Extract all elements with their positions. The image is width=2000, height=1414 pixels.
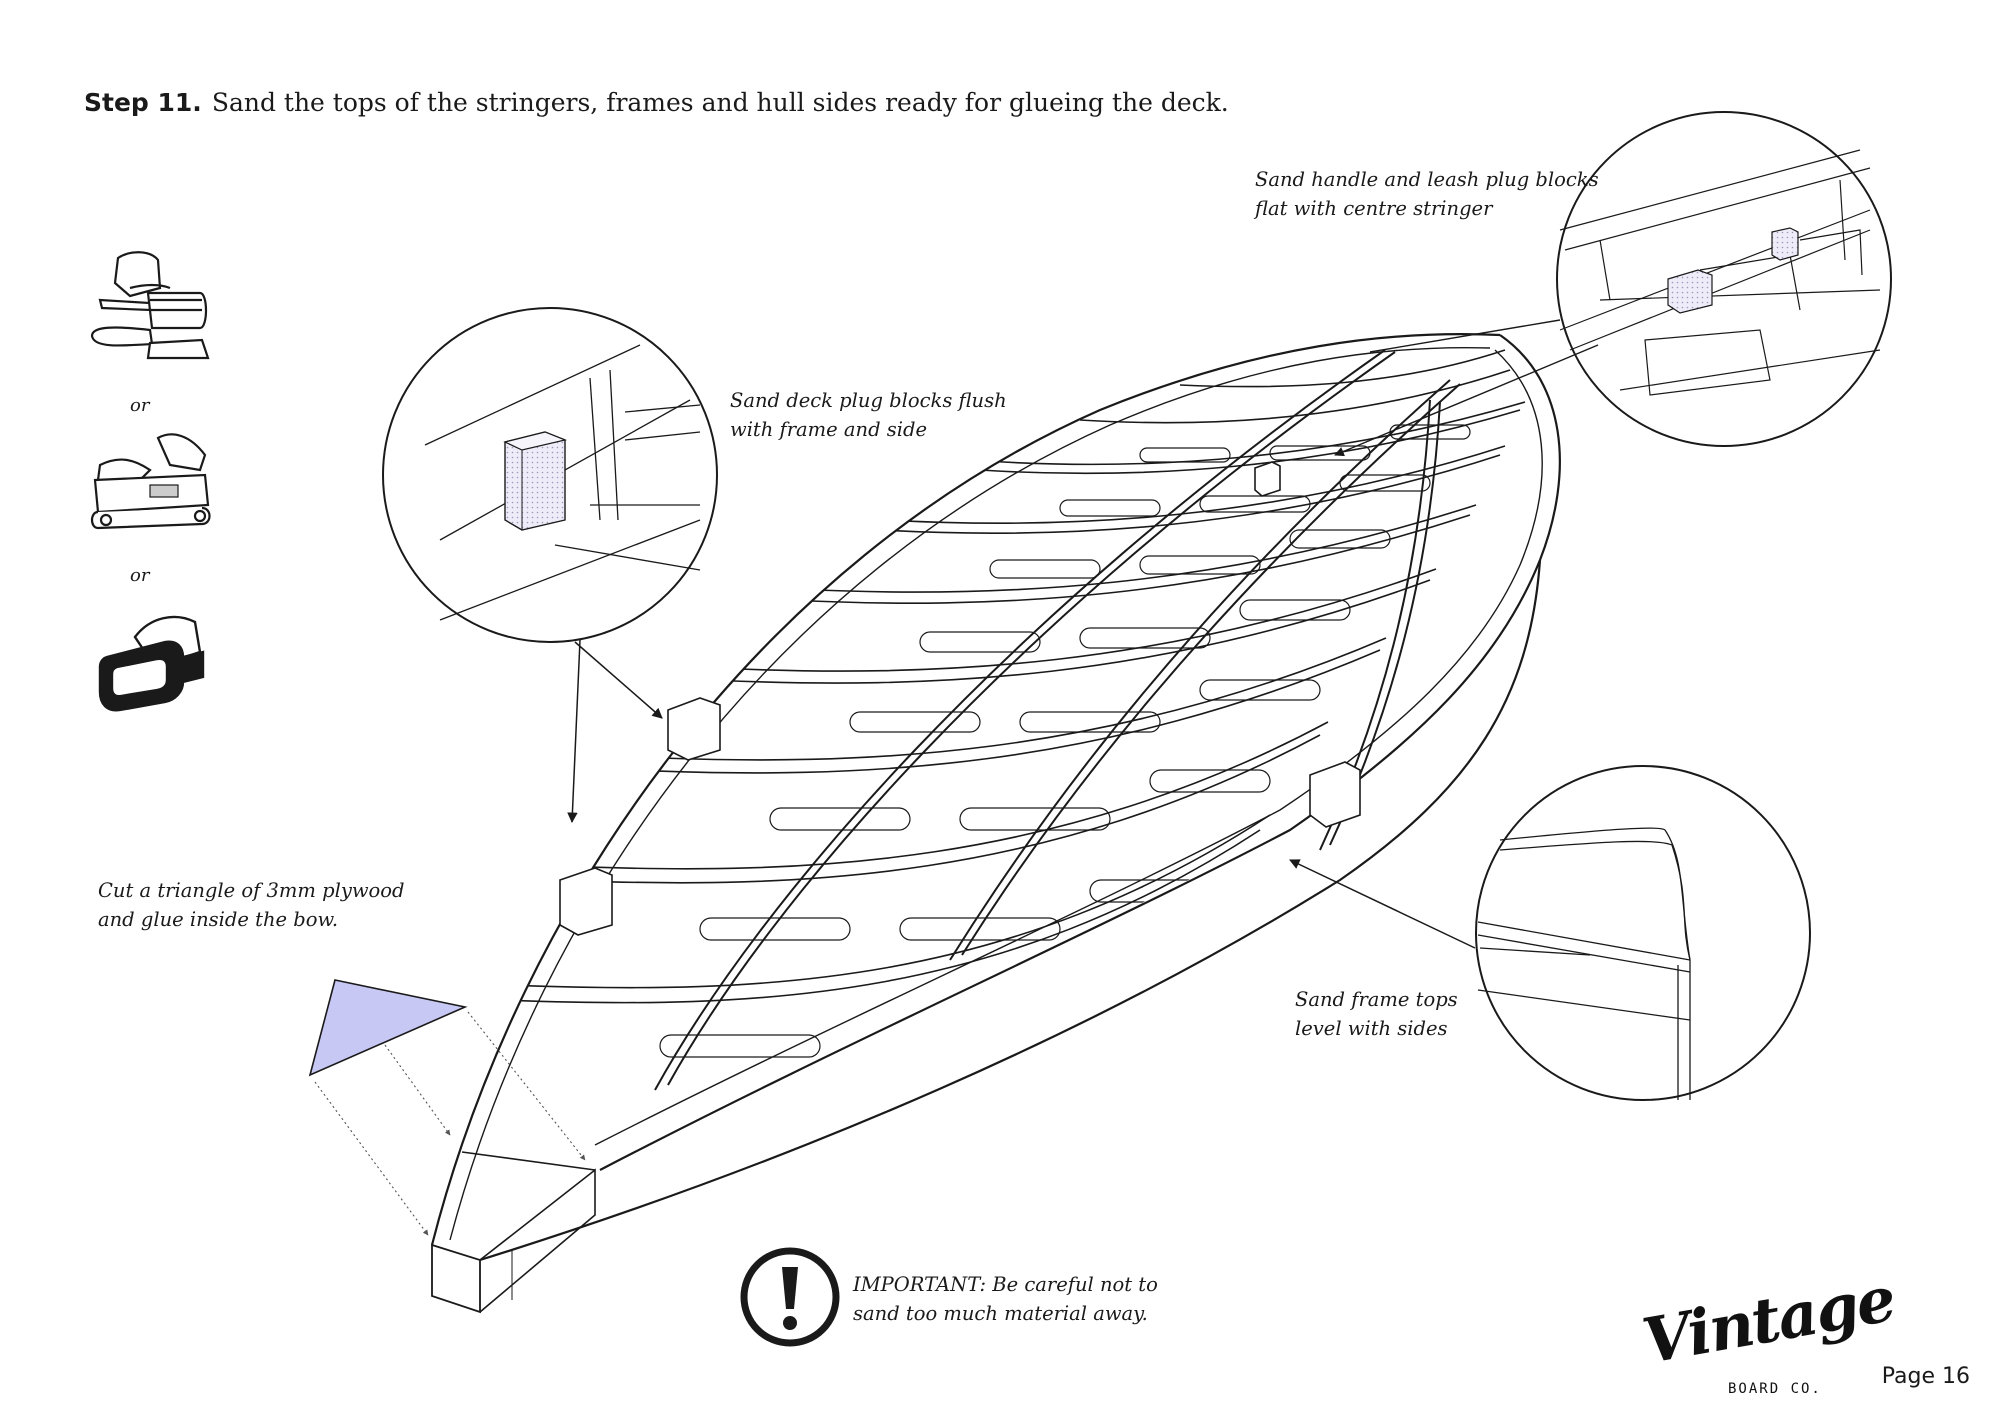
or-label-1: or bbox=[130, 395, 150, 416]
detail-deck-plug bbox=[382, 307, 718, 824]
callout-bow-triangle-line2: and glue inside the bow. bbox=[98, 908, 339, 931]
exclamation-circle-icon bbox=[738, 1245, 842, 1353]
hull bbox=[430, 333, 1561, 1314]
or-label-2: or bbox=[130, 565, 150, 586]
random-orbital-sander-icon bbox=[90, 248, 215, 367]
callout-handle-leash-line2: flat with centre stringer bbox=[1255, 197, 1493, 220]
plywood-triangle bbox=[308, 979, 586, 1236]
warning-line2: sand too much material away. bbox=[853, 1302, 1148, 1325]
callout-deck-plug-line1: Sand deck plug blocks flush bbox=[730, 389, 1007, 412]
vintage-board-co-logo: Vintage BOARD CO. bbox=[1637, 1262, 1899, 1405]
belt-sander-icon bbox=[90, 430, 215, 534]
step-label: Step 11. bbox=[84, 88, 202, 117]
callout-deck-plug-line2: with frame and side bbox=[730, 418, 928, 441]
callout-deck-plug: Sand deck plug blocks flush with frame a… bbox=[730, 386, 1007, 444]
stringers bbox=[654, 349, 1461, 1091]
page-number: Page 16 bbox=[1881, 1364, 1970, 1389]
callout-handle-leash-line1: Sand handle and leash plug blocks bbox=[1255, 168, 1599, 191]
sanding-block-icon bbox=[95, 612, 205, 716]
frames bbox=[499, 349, 1526, 1063]
callout-bow-triangle-line1: Cut a triangle of 3mm plywood bbox=[98, 879, 405, 902]
callout-bow-triangle: Cut a triangle of 3mm plywood and glue i… bbox=[98, 876, 405, 934]
callout-handle-leash: Sand handle and leash plug blocks flat w… bbox=[1255, 165, 1599, 223]
logo-sub: BOARD CO. bbox=[1728, 1381, 1822, 1397]
callout-frame-tops-line2: level with sides bbox=[1295, 1017, 1448, 1040]
callout-frame-tops-line1: Sand frame tops bbox=[1295, 988, 1458, 1011]
callout-frame-tops: Sand frame tops level with sides bbox=[1295, 985, 1458, 1043]
step-instruction: Step 11. Sand the tops of the stringers, … bbox=[84, 88, 1229, 117]
detail-frame-tops bbox=[1289, 765, 1811, 1101]
warning-line1: IMPORTANT: Be careful not to bbox=[853, 1273, 1158, 1296]
plug-blocks bbox=[559, 461, 1361, 936]
detail-handle-leash bbox=[1334, 111, 1892, 457]
warning-text: IMPORTANT: Be careful not to sand too mu… bbox=[853, 1270, 1158, 1328]
step-text: Sand the tops of the stringers, frames a… bbox=[211, 88, 1229, 117]
